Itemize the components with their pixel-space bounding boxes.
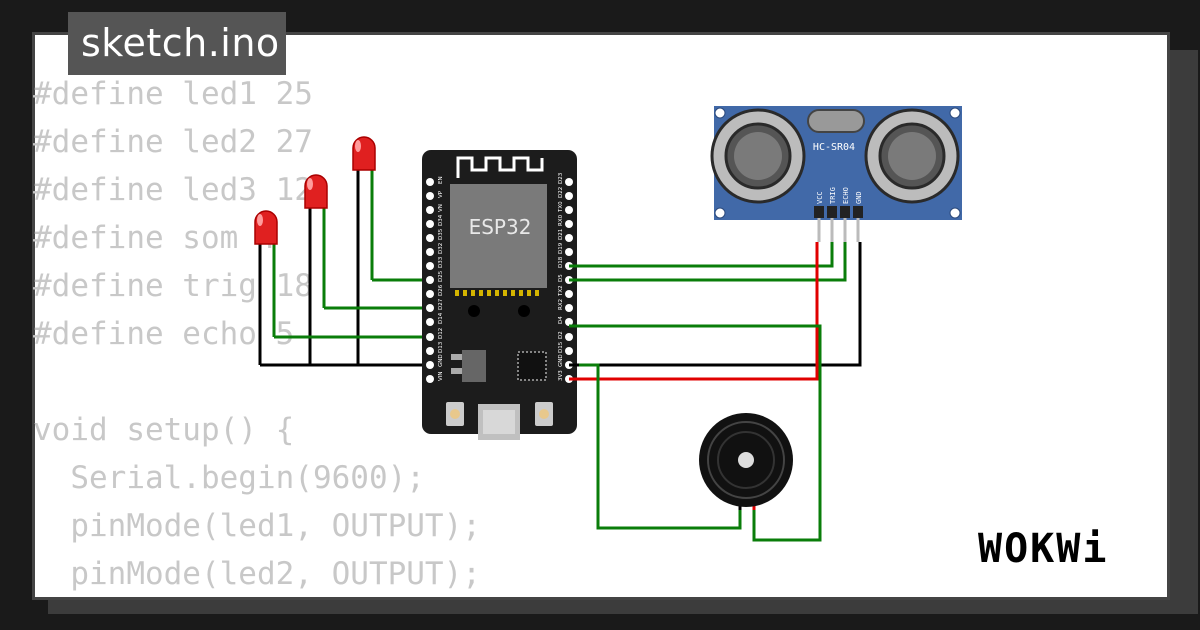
- preview-card: [32, 32, 1170, 600]
- pin-label: EN: [438, 176, 444, 184]
- sensor-pin-label: GND: [855, 191, 863, 204]
- pin-label: D27: [438, 298, 444, 310]
- pin-label: D18: [558, 256, 564, 268]
- pin-label: D4: [558, 316, 564, 324]
- pin-label: D35: [438, 228, 444, 240]
- sensor-pin-label: VCC: [816, 191, 824, 204]
- pin-label: VN: [438, 204, 444, 212]
- pin-label: GND: [558, 354, 564, 367]
- pin-label: RX0: [558, 214, 564, 226]
- code-line: #define led3 12: [33, 172, 313, 208]
- pin-label: GND: [438, 354, 444, 367]
- pin-label: VP: [438, 190, 444, 198]
- wires-right: [569, 242, 862, 542]
- pin-label: D32: [438, 243, 444, 254]
- pin-label: D13: [438, 341, 444, 353]
- code-line: Serial.begin(9600);: [33, 460, 425, 496]
- wokwi-logo: WOKWi: [978, 526, 1109, 572]
- pin-label: D2: [558, 331, 564, 339]
- pin-label: TX2: [558, 285, 564, 297]
- pin-label: D14: [438, 312, 444, 324]
- code-line: pinMode(led1, OUTPUT);: [33, 508, 481, 544]
- pin-label: D21: [558, 229, 564, 240]
- pin-label: VIN: [438, 372, 444, 382]
- pin-label: D26: [438, 284, 444, 296]
- led-3[interactable]: [254, 210, 278, 365]
- sensor-pin-label: TRIG: [829, 187, 837, 204]
- sensor-pin-label: ECHO: [842, 187, 850, 204]
- esp32-board[interactable]: ESP32 EN VP VN D34 D35 D32 D33 D25: [422, 150, 577, 440]
- hc-sr04-sensor[interactable]: HC-SR04 VCC TRIG ECHO GND: [710, 106, 962, 242]
- code-line: #define trig 18: [33, 268, 313, 304]
- code-editor: #define led1 25 #define led2 27 #define le…: [33, 70, 481, 598]
- pin-label: TX0: [558, 201, 564, 213]
- pin-label: D12: [438, 328, 444, 339]
- pin-label: D25: [438, 270, 444, 282]
- sensor-label: HC-SR04: [813, 142, 855, 153]
- led-2[interactable]: [304, 174, 328, 365]
- code-line: #define led2 27: [33, 124, 313, 160]
- led-1[interactable]: [352, 136, 376, 365]
- pin-label: RX2: [558, 299, 564, 310]
- code-line: #define led1 25: [33, 76, 313, 112]
- chip-label: ESP32: [469, 215, 532, 239]
- code-line: pinMode(led2, OUTPUT);: [33, 556, 481, 592]
- pin-label: D34: [438, 214, 444, 226]
- pin-label: D5: [558, 274, 564, 282]
- pin-label: D33: [438, 256, 444, 268]
- code-line: void setup() {: [33, 412, 295, 448]
- pin-label: D19: [558, 242, 564, 254]
- pin-label: D23: [558, 172, 564, 184]
- wires-left: [260, 278, 428, 367]
- pin-label: D15: [558, 341, 564, 353]
- filename-tab[interactable]: sketch.ino: [68, 12, 286, 75]
- piezo-buzzer[interactable]: [699, 413, 793, 510]
- pin-label: 3V3: [558, 370, 564, 381]
- pin-label: D22: [558, 187, 564, 198]
- code-line: #define echo 5: [33, 316, 295, 352]
